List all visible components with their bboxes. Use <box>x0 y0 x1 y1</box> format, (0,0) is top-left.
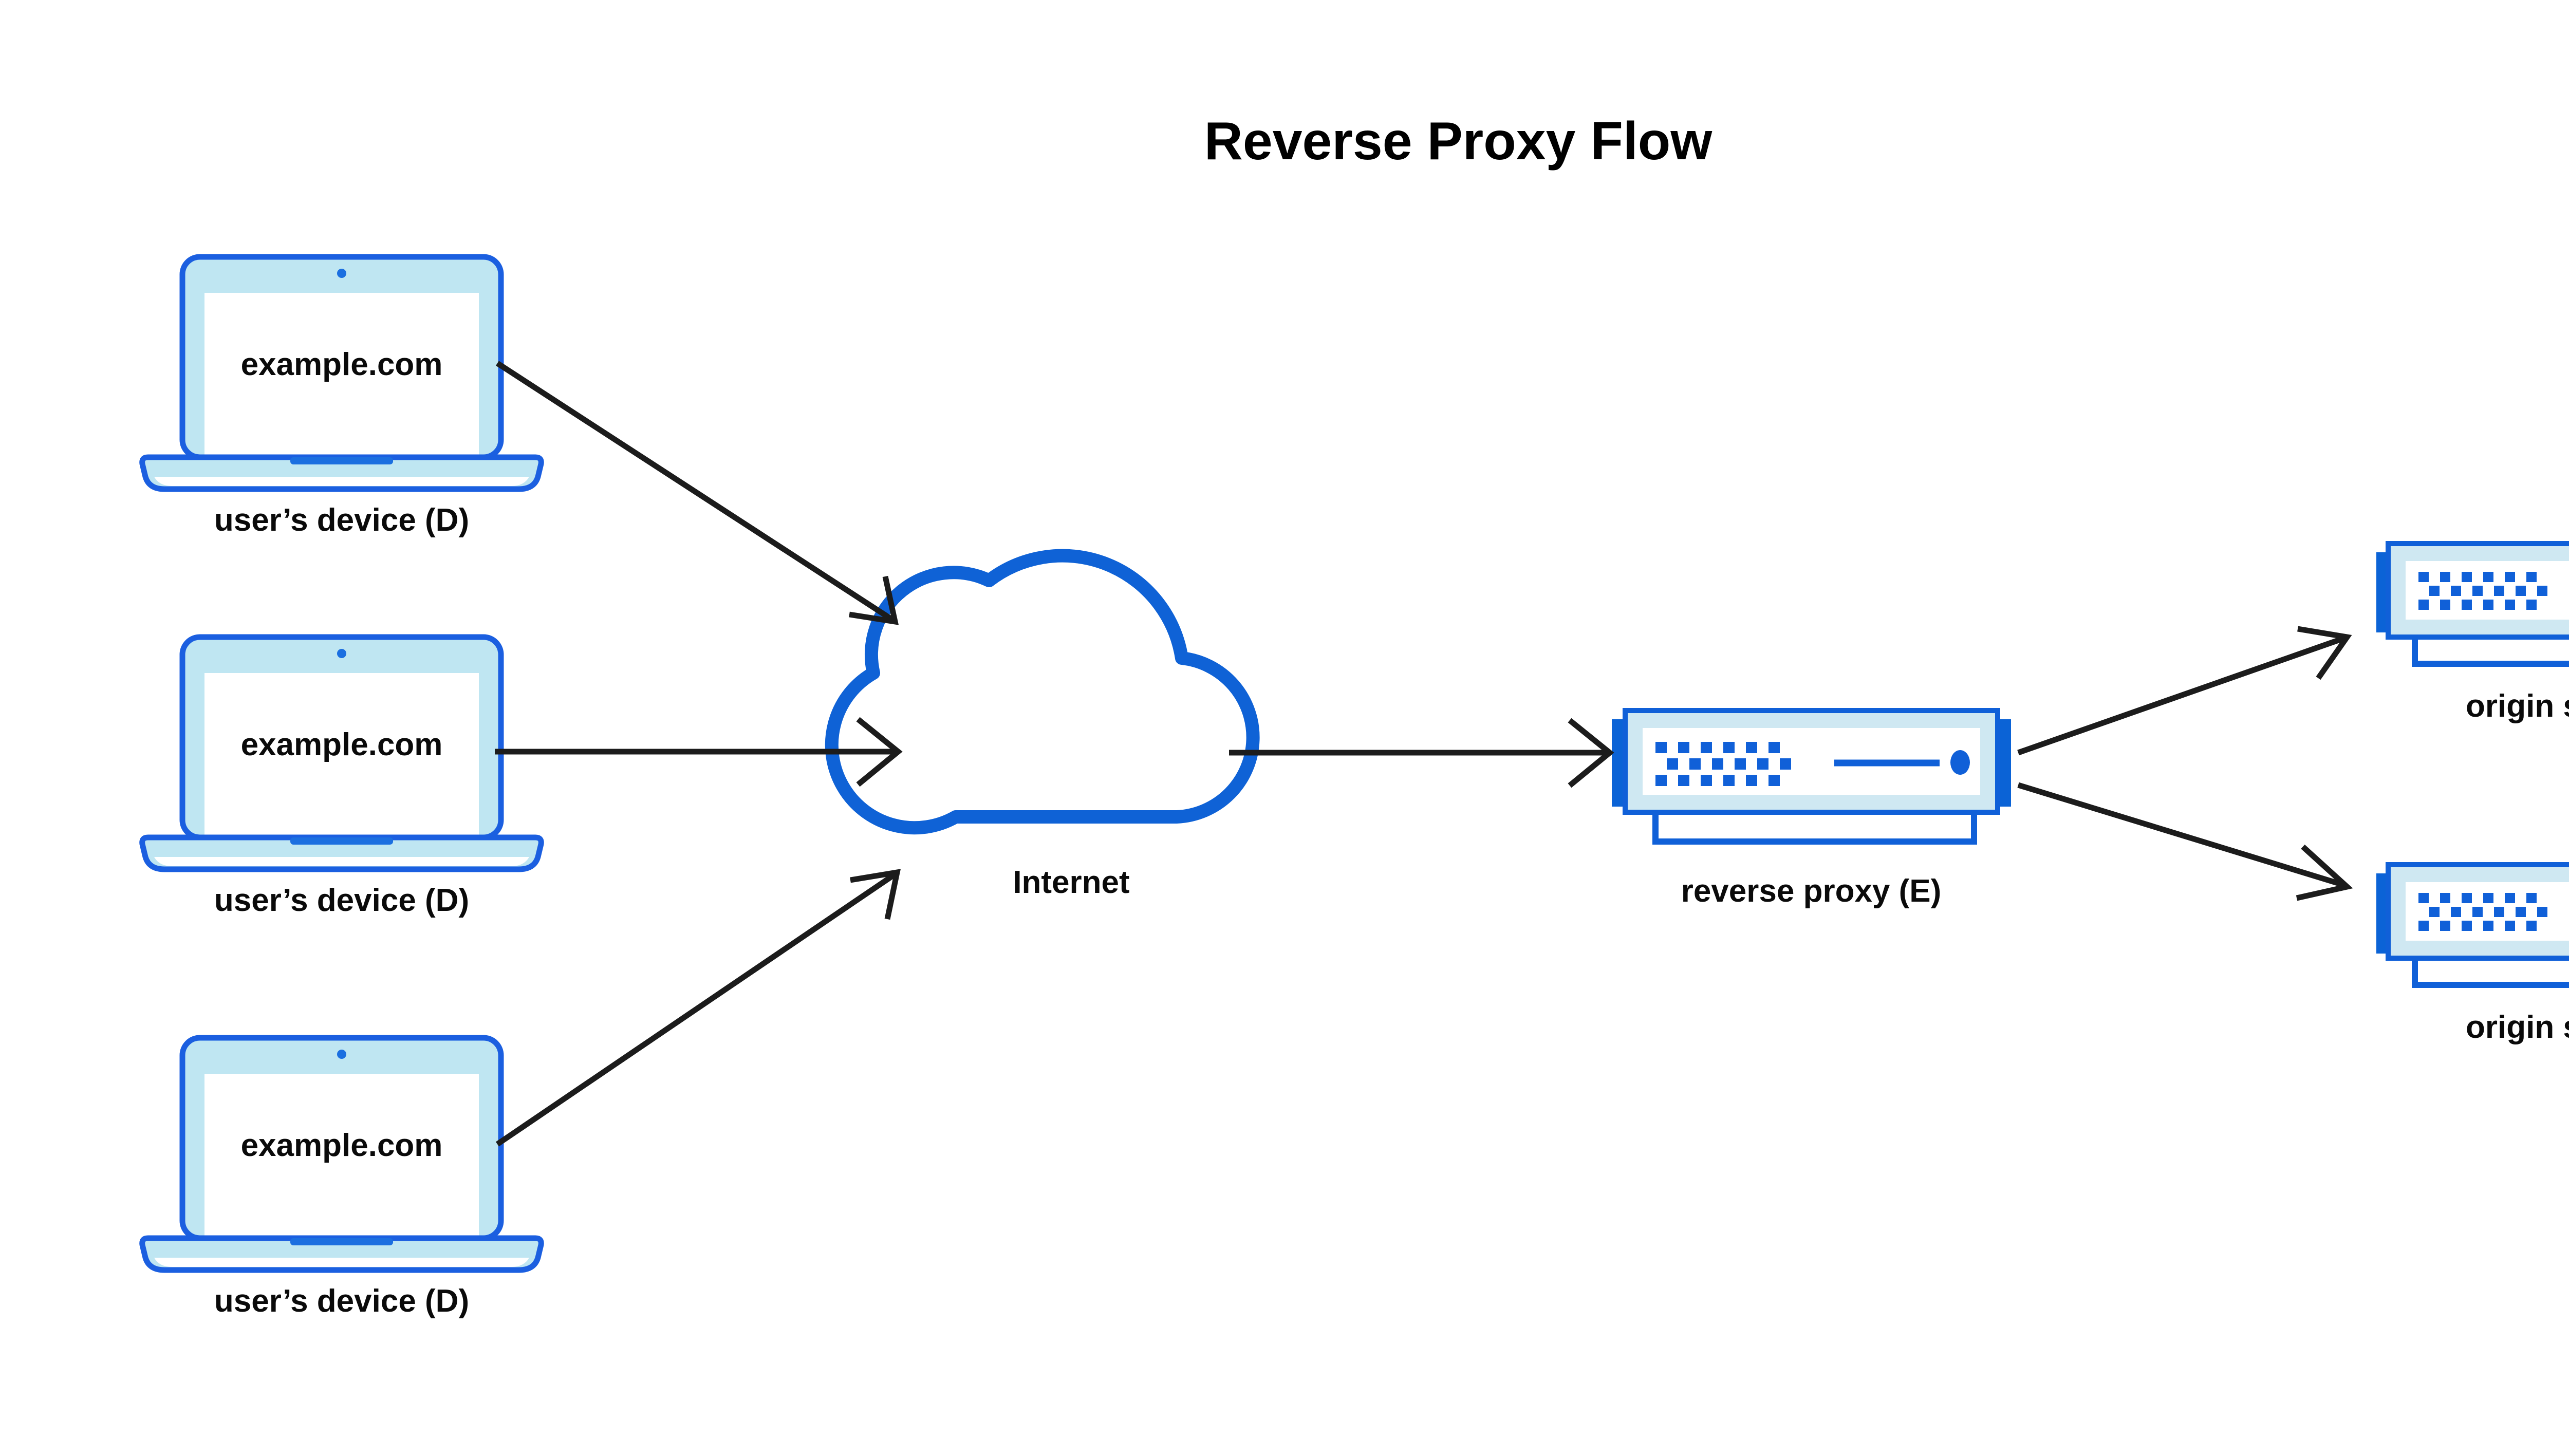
edge-internet-proxy <box>1229 718 1614 788</box>
edge-line <box>2017 636 2344 756</box>
server-icon <box>2376 862 2569 988</box>
reverse-proxy-node[interactable]: reverse proxy (E) <box>1612 708 2011 909</box>
laptop-camera-icon <box>337 1050 346 1059</box>
laptop-camera-icon <box>337 269 346 278</box>
internet-label: Internet <box>1013 865 1129 900</box>
laptop-screen-text: example.com <box>241 727 443 762</box>
client-1-label: user’s device (D) <box>214 502 469 538</box>
laptop-camera-icon <box>337 649 346 658</box>
server-led-grid <box>2418 572 2547 610</box>
laptop-base-strip <box>154 1258 529 1267</box>
edge-arrowhead <box>2297 626 2352 680</box>
client-node-2[interactable]: example.com user’s device (D) <box>139 634 544 918</box>
cloud-icon <box>825 549 1260 835</box>
client-node-1[interactable]: example.com user’s device (D) <box>139 254 544 538</box>
laptop-base-strip <box>154 477 529 486</box>
edge-arrowhead <box>850 869 901 920</box>
server-status-dot <box>1950 750 1970 775</box>
origin-server-node-2[interactable]: origin server (F) <box>2376 862 2569 1045</box>
reverse-proxy-label: reverse proxy (E) <box>1681 873 1942 909</box>
laptop-icon <box>139 634 544 872</box>
server-icon <box>2376 541 2569 667</box>
laptop-icon <box>139 254 544 492</box>
edge-proxy-origin2 <box>2017 782 2353 901</box>
origin-server-2-label: origin server (F) <box>2466 1010 2569 1045</box>
laptop-screen <box>204 1074 479 1236</box>
edge-line <box>2017 782 2344 888</box>
edge-client2-internet <box>495 717 903 787</box>
laptop-screen <box>204 673 479 835</box>
internet-node[interactable]: Internet <box>825 549 1260 900</box>
laptop-screen-text: example.com <box>241 1128 443 1163</box>
edge-line <box>496 361 893 622</box>
client-node-3[interactable]: example.com user’s device (D) <box>139 1035 544 1319</box>
laptop-screen <box>204 293 479 455</box>
cloud-shape <box>825 549 1260 835</box>
laptop-screen-text: example.com <box>241 347 443 382</box>
client-2-label: user’s device (D) <box>214 883 469 918</box>
edge-line <box>495 872 896 1147</box>
edge-client3-internet <box>495 869 901 1147</box>
edge-arrowhead <box>1568 718 1614 788</box>
edge-arrowhead <box>849 575 899 625</box>
laptop-base-strip <box>154 857 529 866</box>
laptop-icon <box>139 1035 544 1273</box>
edge-arrowhead <box>2296 844 2353 901</box>
edge-client1-internet <box>496 361 899 625</box>
laptop-trackpad-notch <box>290 1238 393 1245</box>
client-3-label: user’s device (D) <box>214 1283 469 1319</box>
server-icon <box>1612 708 2011 845</box>
origin-server-node-1[interactable]: origin server (F) <box>2376 541 2569 724</box>
laptop-trackpad-notch <box>290 457 393 464</box>
edge-proxy-origin1 <box>2017 626 2352 756</box>
laptop-trackpad-notch <box>290 837 393 845</box>
page-title: Reverse Proxy Flow <box>1204 111 1713 171</box>
server-led-grid <box>1655 742 1791 786</box>
origin-server-1-label: origin server (F) <box>2466 688 2569 724</box>
edge-arrowhead <box>856 717 903 787</box>
server-led-grid <box>2418 893 2547 931</box>
